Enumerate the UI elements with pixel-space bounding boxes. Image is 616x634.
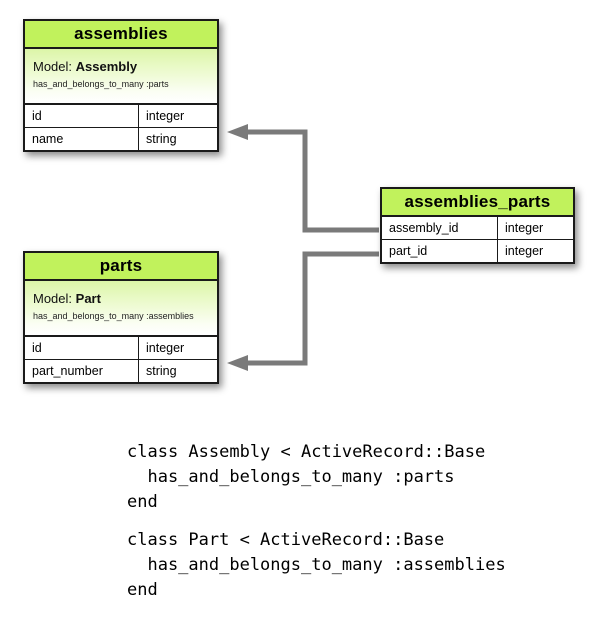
code-block-part: class Part < ActiveRecord::Base has_and_…	[127, 530, 506, 600]
table-row[interactable]: name string	[25, 128, 217, 150]
table-row[interactable]: assembly_id integer	[382, 217, 573, 240]
model-line-parts: Model: Part	[33, 291, 209, 307]
entity-table-assemblies-parts[interactable]: assemblies_parts assembly_id integer par…	[380, 187, 575, 264]
column-name: assembly_id	[382, 217, 498, 239]
column-type: string	[146, 132, 177, 146]
association-line-assemblies: has_and_belongs_to_many :parts	[33, 79, 169, 89]
model-name: Part	[75, 291, 101, 306]
table-row[interactable]: part_number string	[25, 360, 217, 382]
connector-part-id-to-parts	[227, 251, 379, 371]
column-list-assemblies: id integer name string	[25, 105, 217, 150]
table-row[interactable]: part_id integer	[382, 240, 573, 262]
column-name: part_id	[382, 240, 498, 262]
column-name: part_number	[25, 360, 139, 382]
code-block-assembly: class Assembly < ActiveRecord::Base has_…	[127, 442, 486, 512]
column-name: name	[25, 128, 139, 150]
column-type: string	[146, 364, 177, 378]
column-list-parts: id integer part_number string	[25, 337, 217, 382]
connector-assembly-id-to-assemblies	[227, 124, 379, 233]
arrowhead-icon	[227, 355, 248, 371]
column-type: integer	[505, 244, 544, 258]
table-title-assemblies-parts: assemblies_parts	[382, 189, 573, 217]
column-type: integer	[146, 341, 185, 355]
model-line-assemblies: Model: Assembly	[33, 59, 209, 75]
model-name: Assembly	[75, 59, 138, 74]
table-row[interactable]: id integer	[25, 337, 217, 360]
table-title-assemblies: assemblies	[25, 21, 217, 49]
table-body-parts: Model: Part has_and_belongs_to_many :ass…	[25, 281, 217, 337]
column-type: integer	[146, 109, 185, 123]
table-row[interactable]: id integer	[25, 105, 217, 128]
table-body-assemblies: Model: Assembly has_and_belongs_to_many …	[25, 49, 217, 105]
arrowhead-icon	[227, 124, 248, 140]
table-title-parts: parts	[25, 253, 217, 281]
column-name: id	[25, 105, 139, 127]
association-line-parts: has_and_belongs_to_many :assemblies	[33, 311, 194, 321]
model-label: Model:	[33, 291, 73, 306]
model-label: Model:	[33, 59, 73, 74]
column-name: id	[25, 337, 139, 359]
column-list-assemblies-parts: assembly_id integer part_id integer	[382, 217, 573, 262]
column-type: integer	[505, 221, 544, 235]
entity-table-parts[interactable]: parts Model: Part has_and_belongs_to_man…	[23, 251, 219, 384]
entity-table-assemblies[interactable]: assemblies Model: Assembly has_and_belon…	[23, 19, 219, 152]
